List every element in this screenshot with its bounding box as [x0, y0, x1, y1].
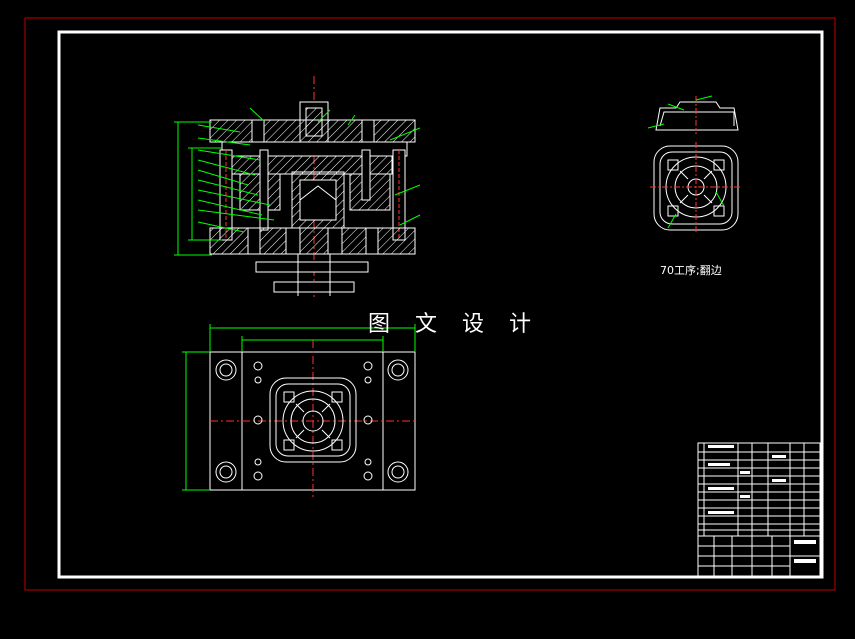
part-side-view — [655, 96, 739, 134]
die-plan-view — [209, 340, 416, 500]
operation-label: 70工序;翻边 — [660, 264, 722, 277]
die-section-view — [209, 76, 416, 300]
title-block-fill — [708, 445, 816, 563]
plan-dimensions — [182, 324, 416, 491]
part-top-view — [650, 142, 742, 234]
part-top-dimensions — [667, 191, 725, 229]
part-side-dimensions — [647, 95, 713, 129]
section-dimensions — [174, 107, 421, 256]
title-block — [697, 442, 821, 577]
watermark-text: 图 文 设 计 — [368, 312, 540, 337]
outer-sheet-border — [24, 17, 836, 591]
drawing-frame — [57, 30, 824, 579]
